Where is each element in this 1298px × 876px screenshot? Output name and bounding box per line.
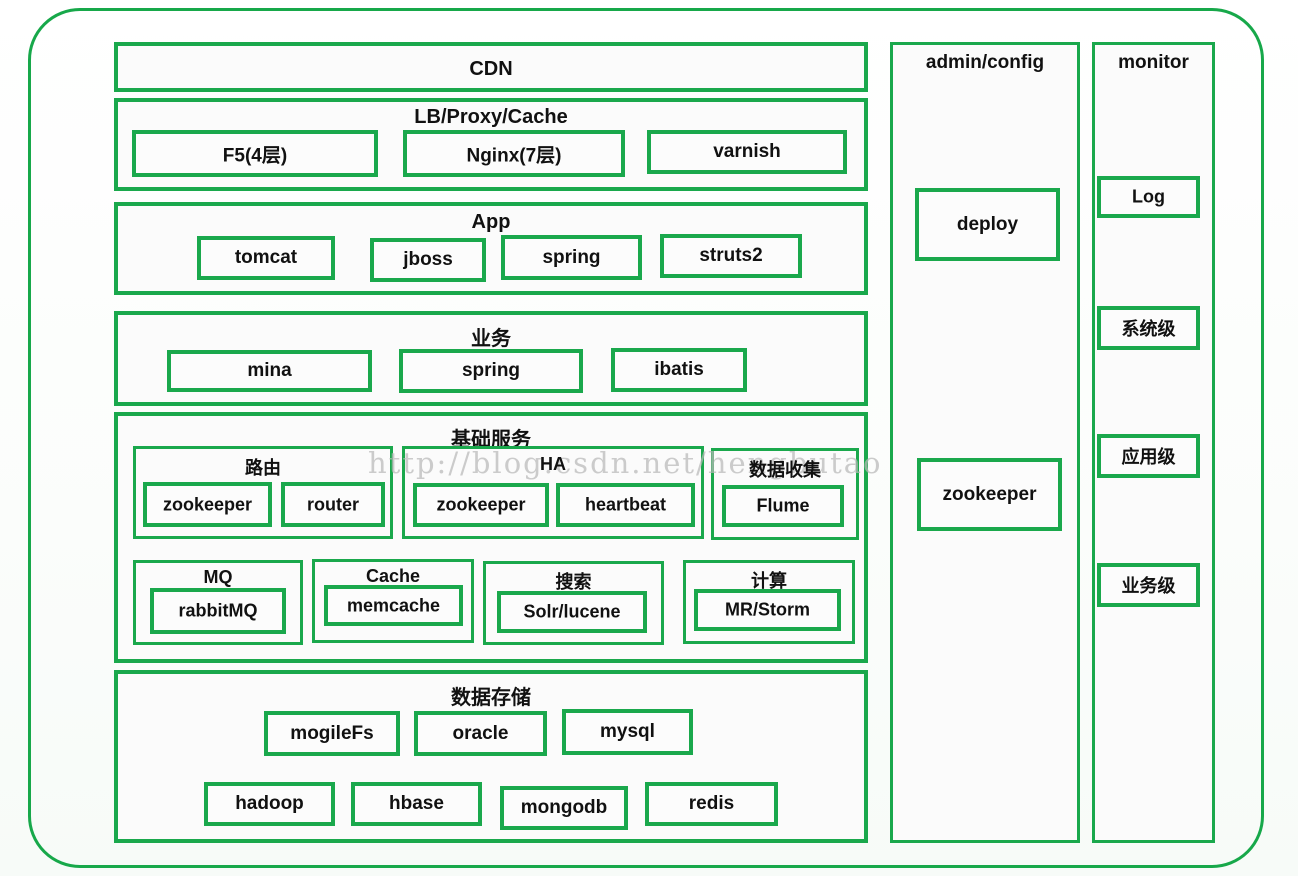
node-routing-zookeeper-label: zookeeper [162, 494, 253, 514]
column-monitor-title: monitor [1118, 52, 1189, 73]
node-tomcat[interactable]: tomcat [197, 236, 335, 280]
node-ha-zookeeper-label: zookeeper [436, 494, 526, 515]
node-f5[interactable]: F5(4层) [132, 130, 378, 177]
group-mq-title: MQ [203, 567, 233, 587]
node-hadoop[interactable]: hadoop [204, 782, 335, 826]
group-data-collection-title: 数据收集 [749, 460, 821, 481]
node-routing-zookeeper[interactable]: zookeeper [143, 482, 272, 527]
node-hbase-label: hbase [389, 793, 444, 814]
node-memcache-label: memcache [346, 595, 441, 615]
node-admin-zookeeper[interactable]: zookeeper [917, 458, 1062, 531]
node-monitor-system-level[interactable]: 系统级 [1097, 306, 1200, 350]
node-oracle-label: oracle [452, 722, 509, 744]
group-routing-title: 路由 [245, 458, 281, 479]
node-varnish-label: varnish [713, 141, 781, 162]
layer-lb-title: LB/Proxy/Cache [414, 106, 568, 128]
node-tomcat-label: tomcat [234, 247, 298, 268]
node-mogilefs-label: mogileFs [290, 722, 374, 744]
node-spring-business-label: spring [461, 360, 521, 381]
layer-app-title: App [471, 211, 511, 233]
node-f5-label: F5(4层) [222, 145, 288, 166]
node-jboss[interactable]: jboss [370, 238, 486, 282]
column-admin-config: admin/config [890, 42, 1080, 843]
node-hadoop-label: hadoop [235, 793, 304, 814]
outer-shell [28, 8, 1264, 868]
node-monitor-system-level-label: 系统级 [1121, 319, 1176, 340]
group-cache-title: Cache [365, 566, 421, 586]
node-monitor-business-level[interactable]: 业务级 [1097, 563, 1200, 607]
node-mr-storm-label: MR/Storm [725, 599, 810, 620]
node-mina[interactable]: mina [167, 350, 372, 392]
node-ibatis[interactable]: ibatis [611, 348, 747, 392]
node-ha-zookeeper[interactable]: zookeeper [413, 483, 549, 527]
node-monitor-application-level-label: 应用级 [1121, 447, 1176, 468]
node-spring-app[interactable]: spring [501, 235, 642, 280]
layer-cdn-title: CDN [469, 58, 513, 80]
node-struts2-label: struts2 [699, 245, 763, 266]
node-admin-zookeeper-label: zookeeper [942, 483, 1037, 505]
node-monitor-log[interactable]: Log [1097, 176, 1200, 218]
node-hbase[interactable]: hbase [351, 782, 482, 826]
column-admin-config-title: admin/config [925, 52, 1045, 73]
node-solr-lucene-label: Solr/lucene [523, 601, 621, 622]
node-monitor-application-level[interactable]: 应用级 [1097, 434, 1200, 478]
node-mysql[interactable]: mysql [562, 709, 693, 755]
node-struts2[interactable]: struts2 [660, 234, 802, 278]
node-mongodb-label: mongodb [520, 797, 608, 818]
node-router-label: router [306, 494, 359, 514]
node-router[interactable]: router [281, 482, 385, 527]
layer-cdn: CDN [114, 42, 868, 92]
node-deploy-label: deploy [956, 213, 1019, 235]
node-spring-business[interactable]: spring [399, 349, 583, 393]
node-monitor-business-level-label: 业务级 [1121, 576, 1176, 597]
node-rabbitmq-label: rabbitMQ [178, 600, 258, 621]
node-oracle[interactable]: oracle [414, 711, 547, 756]
node-heartbeat[interactable]: heartbeat [556, 483, 695, 527]
node-solr-lucene[interactable]: Solr/lucene [497, 591, 647, 633]
node-mr-storm[interactable]: MR/Storm [694, 589, 841, 631]
node-nginx-label: Nginx(7层) [466, 145, 562, 166]
layer-storage-title: 数据存储 [451, 685, 531, 709]
node-varnish[interactable]: varnish [647, 130, 847, 174]
layer-business-title: 业务 [471, 326, 511, 350]
node-memcache[interactable]: memcache [324, 585, 463, 626]
node-flume-label: Flume [756, 495, 810, 516]
node-rabbitmq[interactable]: rabbitMQ [150, 588, 286, 634]
node-nginx[interactable]: Nginx(7层) [403, 130, 625, 177]
node-jboss-label: jboss [403, 249, 453, 270]
group-ha-title: HA [540, 454, 566, 474]
node-flume[interactable]: Flume [722, 485, 844, 527]
node-monitor-log-label: Log [1132, 186, 1165, 207]
node-mysql-label: mysql [600, 721, 655, 742]
node-deploy[interactable]: deploy [915, 188, 1060, 261]
node-mogilefs[interactable]: mogileFs [264, 711, 400, 756]
node-redis-label: redis [688, 793, 735, 814]
node-heartbeat-label: heartbeat [584, 494, 667, 515]
node-ibatis-label: ibatis [654, 359, 704, 380]
node-spring-app-label: spring [542, 246, 601, 268]
node-redis[interactable]: redis [645, 782, 778, 826]
node-mongodb[interactable]: mongodb [500, 786, 628, 830]
node-mina-label: mina [247, 360, 292, 381]
